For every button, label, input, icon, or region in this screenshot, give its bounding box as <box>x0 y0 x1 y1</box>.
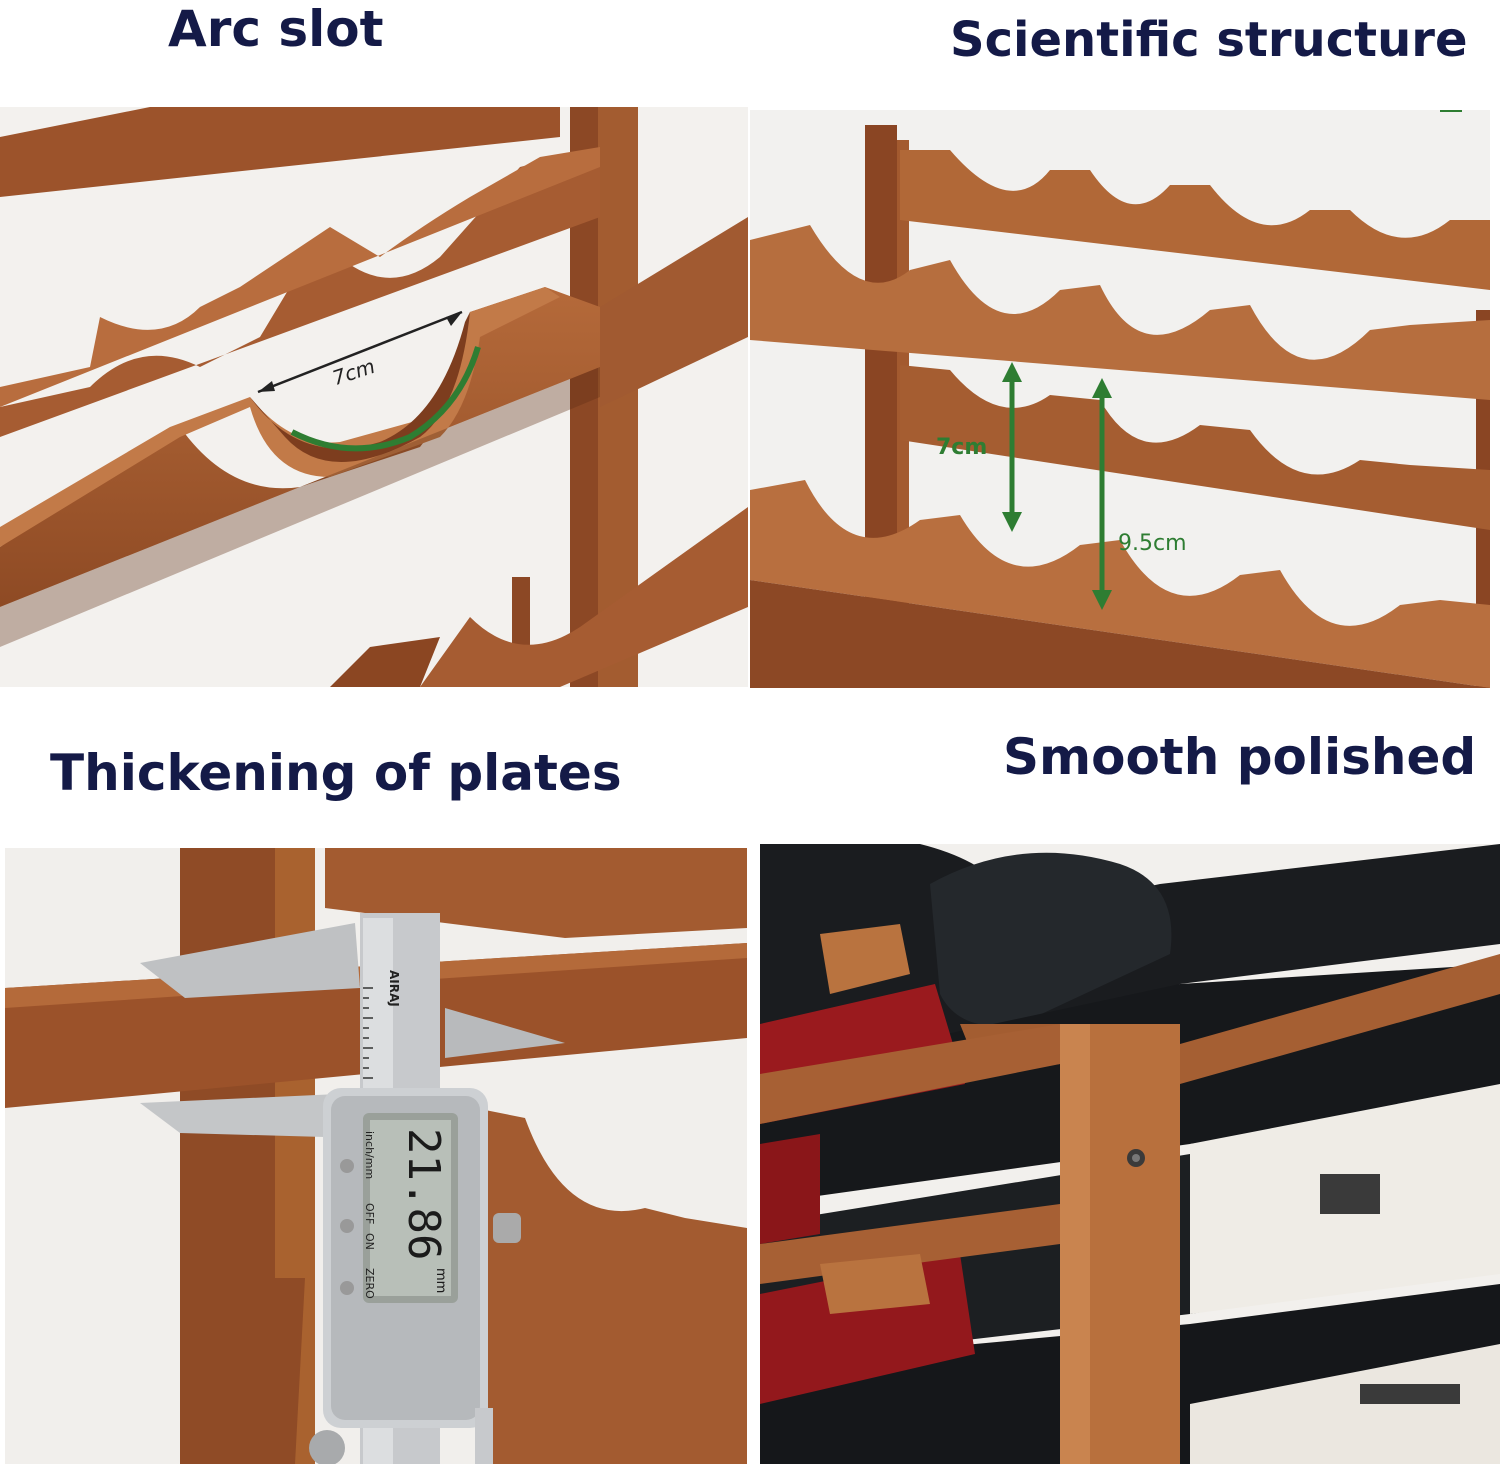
wine-rack-photo-icon <box>0 107 748 687</box>
caliper-unit: mm <box>433 1268 448 1294</box>
row-spacing-label: 9.5cm <box>1118 531 1187 556</box>
slot-depth-label: 7cm <box>936 435 988 460</box>
heading-arc-slot: Arc slot <box>168 0 384 58</box>
wine-bottle-icon <box>760 844 1500 1464</box>
structure-photo: 7cm 9.5cm <box>750 110 1490 688</box>
caliper-icon <box>5 848 747 1464</box>
heading-scientific-structure: Scientific structure <box>950 12 1468 68</box>
caliper-zero-button: ZERO <box>363 1268 376 1299</box>
caliper-off-button: OFF <box>363 1203 376 1225</box>
caliper-on-button: ON <box>363 1233 376 1250</box>
caliper-brand: AIRAJ <box>387 970 401 1007</box>
caliper-photo: AIRAJ inch/mm OFF ON ZERO 21.86 mm <box>5 848 747 1464</box>
wine-rack-photo-icon <box>750 110 1490 688</box>
caliper-reading: 21.86 <box>398 1128 449 1261</box>
smooth-polished-photo <box>760 844 1500 1464</box>
heading-thickening-of-plates: Thickening of plates <box>50 744 622 802</box>
caliper-units-button: inch/mm <box>363 1131 376 1180</box>
heading-smooth-polished: Smooth polished <box>1003 728 1477 786</box>
arc-slot-photo: 7cm <box>0 107 748 687</box>
